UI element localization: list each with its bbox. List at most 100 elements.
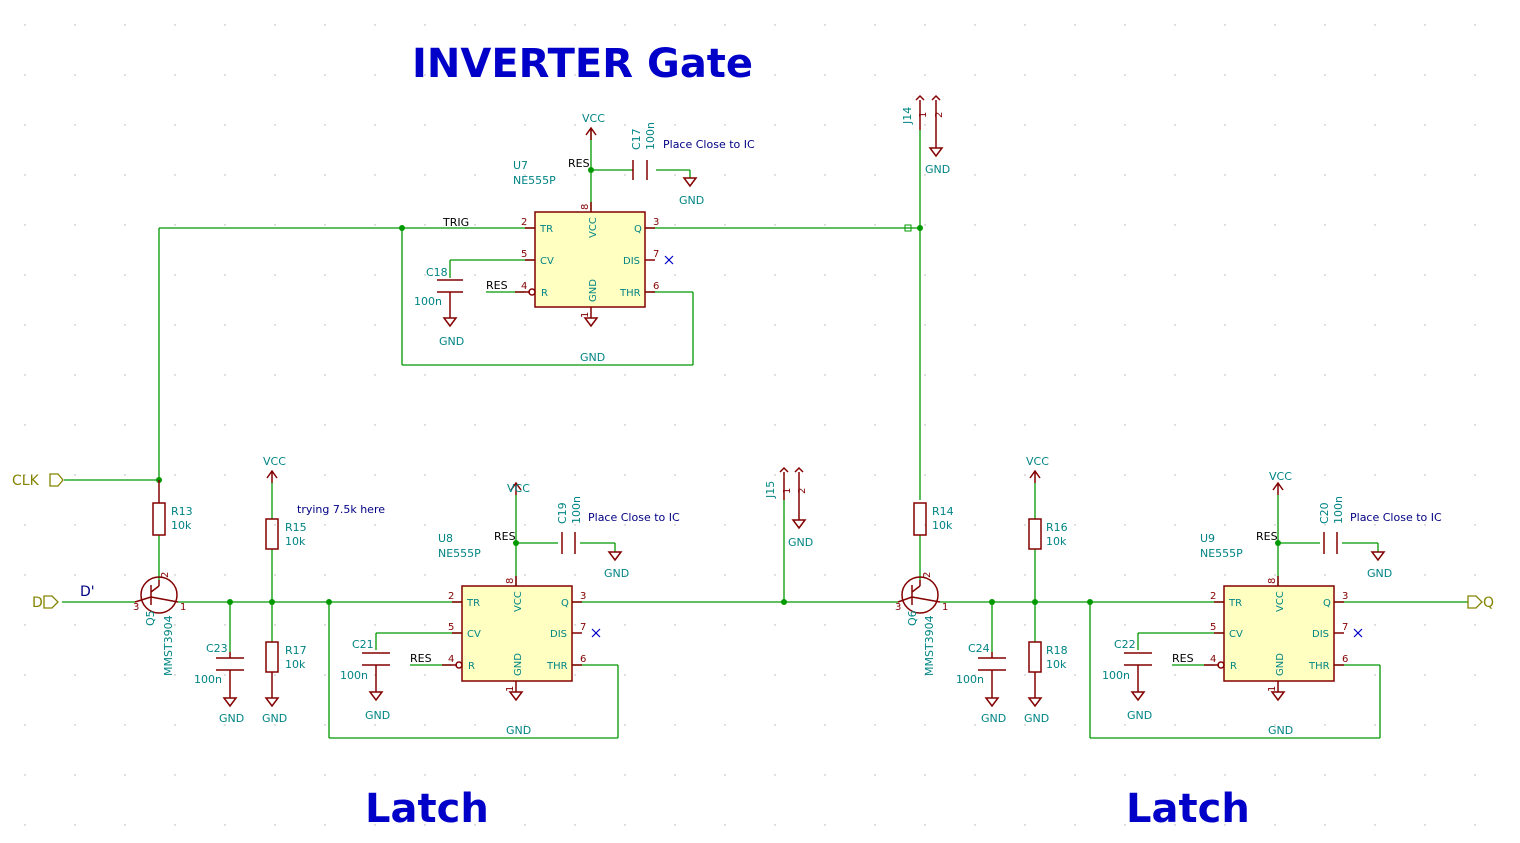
c24-value: 100n	[956, 673, 984, 686]
j14-ref: J14	[901, 107, 914, 125]
u8-pin-tr: TR	[466, 598, 480, 609]
c24-ref: C24	[968, 642, 990, 655]
ic-u9[interactable]: TR CV R Q DIS THR VCC GND 2 5 4 3 7 6 8 …	[1200, 532, 1348, 692]
u7-pin-vcc: VCC	[588, 217, 599, 238]
c17-value: 100n	[644, 122, 657, 150]
gnd-label-c24: GND	[981, 712, 1006, 725]
u8-num-5: 5	[448, 622, 454, 633]
u9-value: NE555P	[1200, 547, 1243, 560]
gnd-label-r17: GND	[262, 712, 287, 725]
gnd-label-c19: GND	[604, 567, 629, 580]
r15-ref: R15	[285, 521, 307, 534]
u9-pin-gnd: GND	[1275, 653, 1286, 676]
gnd-label-c22: GND	[1127, 709, 1152, 722]
u8-num-8: 8	[505, 578, 516, 584]
u7-pin-r: R	[541, 288, 548, 299]
q5-pin-c: 1	[180, 602, 186, 613]
r18-ref: R18	[1046, 644, 1068, 657]
c22-value: 100n	[1102, 669, 1130, 682]
u8-pin-gnd: GND	[513, 653, 524, 676]
u7-pin-q: Q	[634, 224, 642, 235]
u7-pin-gnd: GND	[588, 279, 599, 302]
resistor-r13[interactable]: R13 10k	[152, 480, 193, 536]
ic-u7[interactable]: TR CV R Q DIS THR VCC GND 2 5 4 3 7 6 8 …	[513, 159, 659, 318]
q6-value: MMST3904	[923, 615, 936, 676]
capacitor-c20[interactable]: C20 100n	[1318, 496, 1345, 554]
u7-ref: U7	[513, 159, 528, 172]
jumper-j14[interactable]: 1 2 J14	[901, 94, 945, 148]
transistor-q5[interactable]: 3 1 2 Q5 MMST3904	[133, 572, 186, 676]
port-clk[interactable]: CLK	[12, 473, 64, 489]
c23-ref: C23	[206, 642, 228, 655]
gnd-label-u9: GND	[1268, 724, 1293, 737]
u9-num-1: 1	[1267, 686, 1278, 692]
net-label-res-u8-r: RES	[410, 652, 432, 665]
net-label-res-u7-r: RES	[486, 279, 508, 292]
gnd-label-u7: GND	[580, 351, 605, 364]
note-place-close-u7: Place Close to IC	[663, 138, 755, 151]
resistor-r15[interactable]: R15 10k	[265, 518, 307, 550]
u8-pin-vcc: VCC	[513, 591, 524, 612]
u7-pin-thr: THR	[619, 288, 641, 299]
c21-ref: C21	[352, 638, 374, 651]
resistor-r16[interactable]: R16 10k	[1028, 518, 1068, 550]
u9-pin-tr: TR	[1228, 598, 1242, 609]
net-label-res-u9: RES	[1256, 530, 1278, 543]
u7-value: NE555P	[513, 174, 556, 187]
u7-num-7: 7	[653, 249, 659, 260]
note-trying-7-5k: trying 7.5k here	[297, 503, 385, 516]
capacitor-c22[interactable]: C22 100n	[1102, 638, 1152, 692]
ic-u8[interactable]: TR CV R Q DIS THR VCC GND 2 5 4 3 7 6 8 …	[438, 532, 586, 692]
gnd-label-c23: GND	[219, 712, 244, 725]
port-q-label: Q	[1483, 595, 1494, 611]
u7-num-8: 8	[580, 204, 591, 210]
net-label-res-u8: RES	[494, 530, 516, 543]
port-q[interactable]: Q	[1467, 595, 1494, 611]
port-d-label: D	[32, 595, 43, 611]
capacitor-c23[interactable]: C23 100n	[194, 642, 244, 698]
j15-pin1: 1	[782, 488, 793, 494]
note-place-close-u8: Place Close to IC	[588, 511, 680, 524]
gnd-label-c17: GND	[679, 194, 704, 207]
resistor-r18[interactable]: R18 10k	[1028, 641, 1068, 698]
gnd-label-j15: GND	[788, 536, 813, 549]
vcc-label-u7: VCC	[582, 112, 605, 125]
c22-ref: C22	[1114, 638, 1136, 651]
r16-ref: R16	[1046, 521, 1068, 534]
u8-num-7: 7	[580, 622, 586, 633]
port-d[interactable]: D	[32, 595, 59, 611]
vcc-label-u8: VCC	[507, 482, 530, 495]
u7-dis-noconnect	[664, 255, 674, 265]
u9-dis-noconnect	[1353, 628, 1363, 638]
q6-pin-b: 2	[922, 572, 933, 578]
u9-num-6: 6	[1342, 654, 1348, 665]
capacitor-c24[interactable]: C24 100n	[956, 642, 1006, 698]
r15-value: 10k	[285, 535, 306, 548]
u8-pin-q: Q	[561, 598, 569, 609]
capacitor-c21[interactable]: C21 100n	[340, 638, 390, 692]
capacitor-c17[interactable]: C17 100n	[630, 122, 657, 180]
r17-ref: R17	[285, 644, 307, 657]
net-label-res-u7: RES	[568, 157, 590, 170]
capacitor-c18[interactable]: C18 100n	[414, 266, 463, 318]
transistor-q6[interactable]: 3 1 2 Q6 MMST3904	[895, 572, 948, 676]
gnd-symbols: GND GND GND GND GND GND GND GND GND GND …	[219, 147, 1392, 737]
q6-pin-c: 1	[942, 602, 948, 613]
resistor-r14[interactable]: R14 10k	[913, 502, 954, 536]
jumper-j15[interactable]: 1 2 J15	[764, 466, 808, 520]
vcc-label-r15: VCC	[263, 455, 286, 468]
u8-value: NE555P	[438, 547, 481, 560]
u7-pin-tr: TR	[539, 224, 553, 235]
resistor-r17[interactable]: R17 10k	[265, 641, 307, 698]
q5-pin-b: 2	[160, 572, 171, 578]
capacitor-c19[interactable]: C19 100n	[556, 496, 583, 554]
q6-ref: Q6	[906, 610, 919, 626]
r14-ref: R14	[932, 505, 954, 518]
u9-ref: U9	[1200, 532, 1215, 545]
u9-num-8: 8	[1267, 578, 1278, 584]
u9-pin-dis: DIS	[1312, 629, 1329, 640]
u8-ref: U8	[438, 532, 453, 545]
j15-ref: J15	[764, 481, 777, 499]
u8-pin-dis: DIS	[550, 629, 567, 640]
